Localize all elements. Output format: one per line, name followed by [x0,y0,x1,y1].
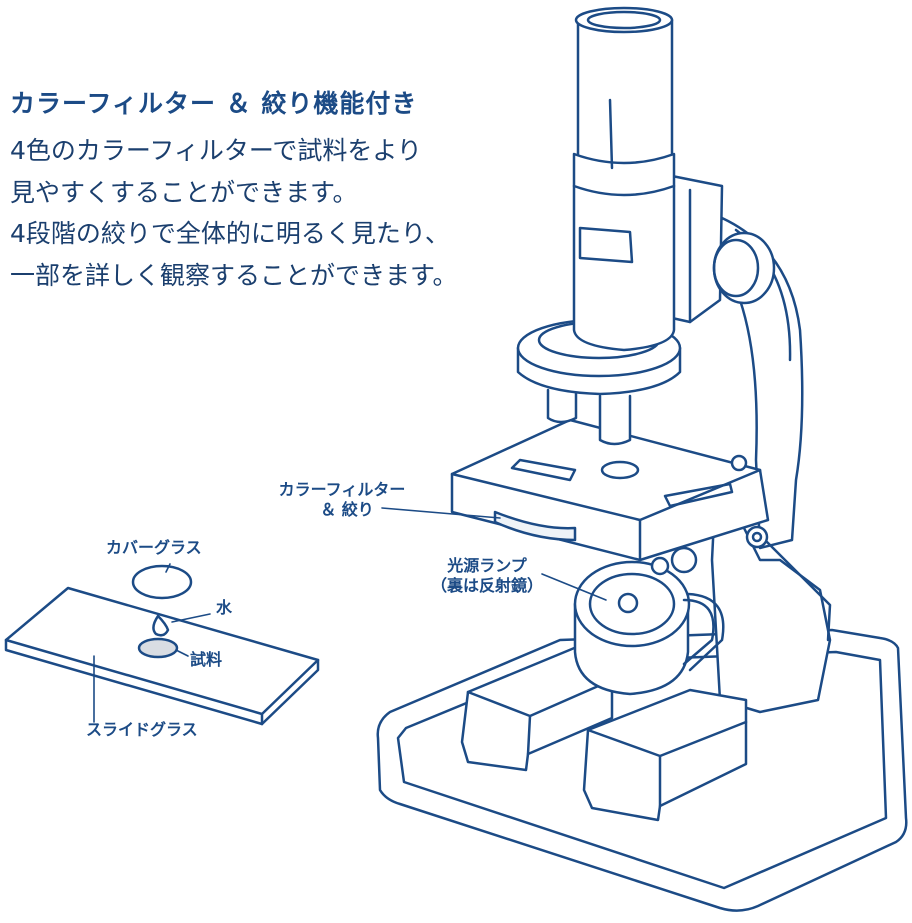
focus-assembly [670,174,776,324]
label-color-filter: カラーフィルター ＆ 絞り [262,480,422,520]
label-line: （裏は反射鏡） [430,576,543,595]
label-light-lamp: 光源ランプ （裏は反射鏡） [412,556,562,596]
label-line: 光源ランプ [447,556,527,575]
label-specimen: 試料 [190,650,223,669]
label-slide-glass: スライドグラス [86,720,198,739]
slide-glass-illustration [4,564,320,726]
feature-description: 4色のカラーフィルターで試料をより 見やすくすることができます。 4段階の絞りで… [10,130,458,296]
feature-heading: カラーフィルター ＆ 絞り機能付き [10,89,418,118]
label-water: 水 [216,598,233,617]
description-line: 見やすくすることができます。 [10,177,358,207]
label-line: ＆ 絞り [320,500,374,519]
light-lamp [573,546,725,696]
description-line: 4色のカラーフィルターで試料をより [10,136,422,165]
eyepiece-tube [572,6,676,352]
label-line: カラーフィルター [278,480,406,499]
leader-lines [93,507,607,723]
label-cover-glass: カバーグラス [106,538,202,557]
description-line: 4段階の絞りで全体的に明るく見たり、 [10,219,450,248]
description-line: 一部を詳しく観察することができます。 [10,260,458,290]
